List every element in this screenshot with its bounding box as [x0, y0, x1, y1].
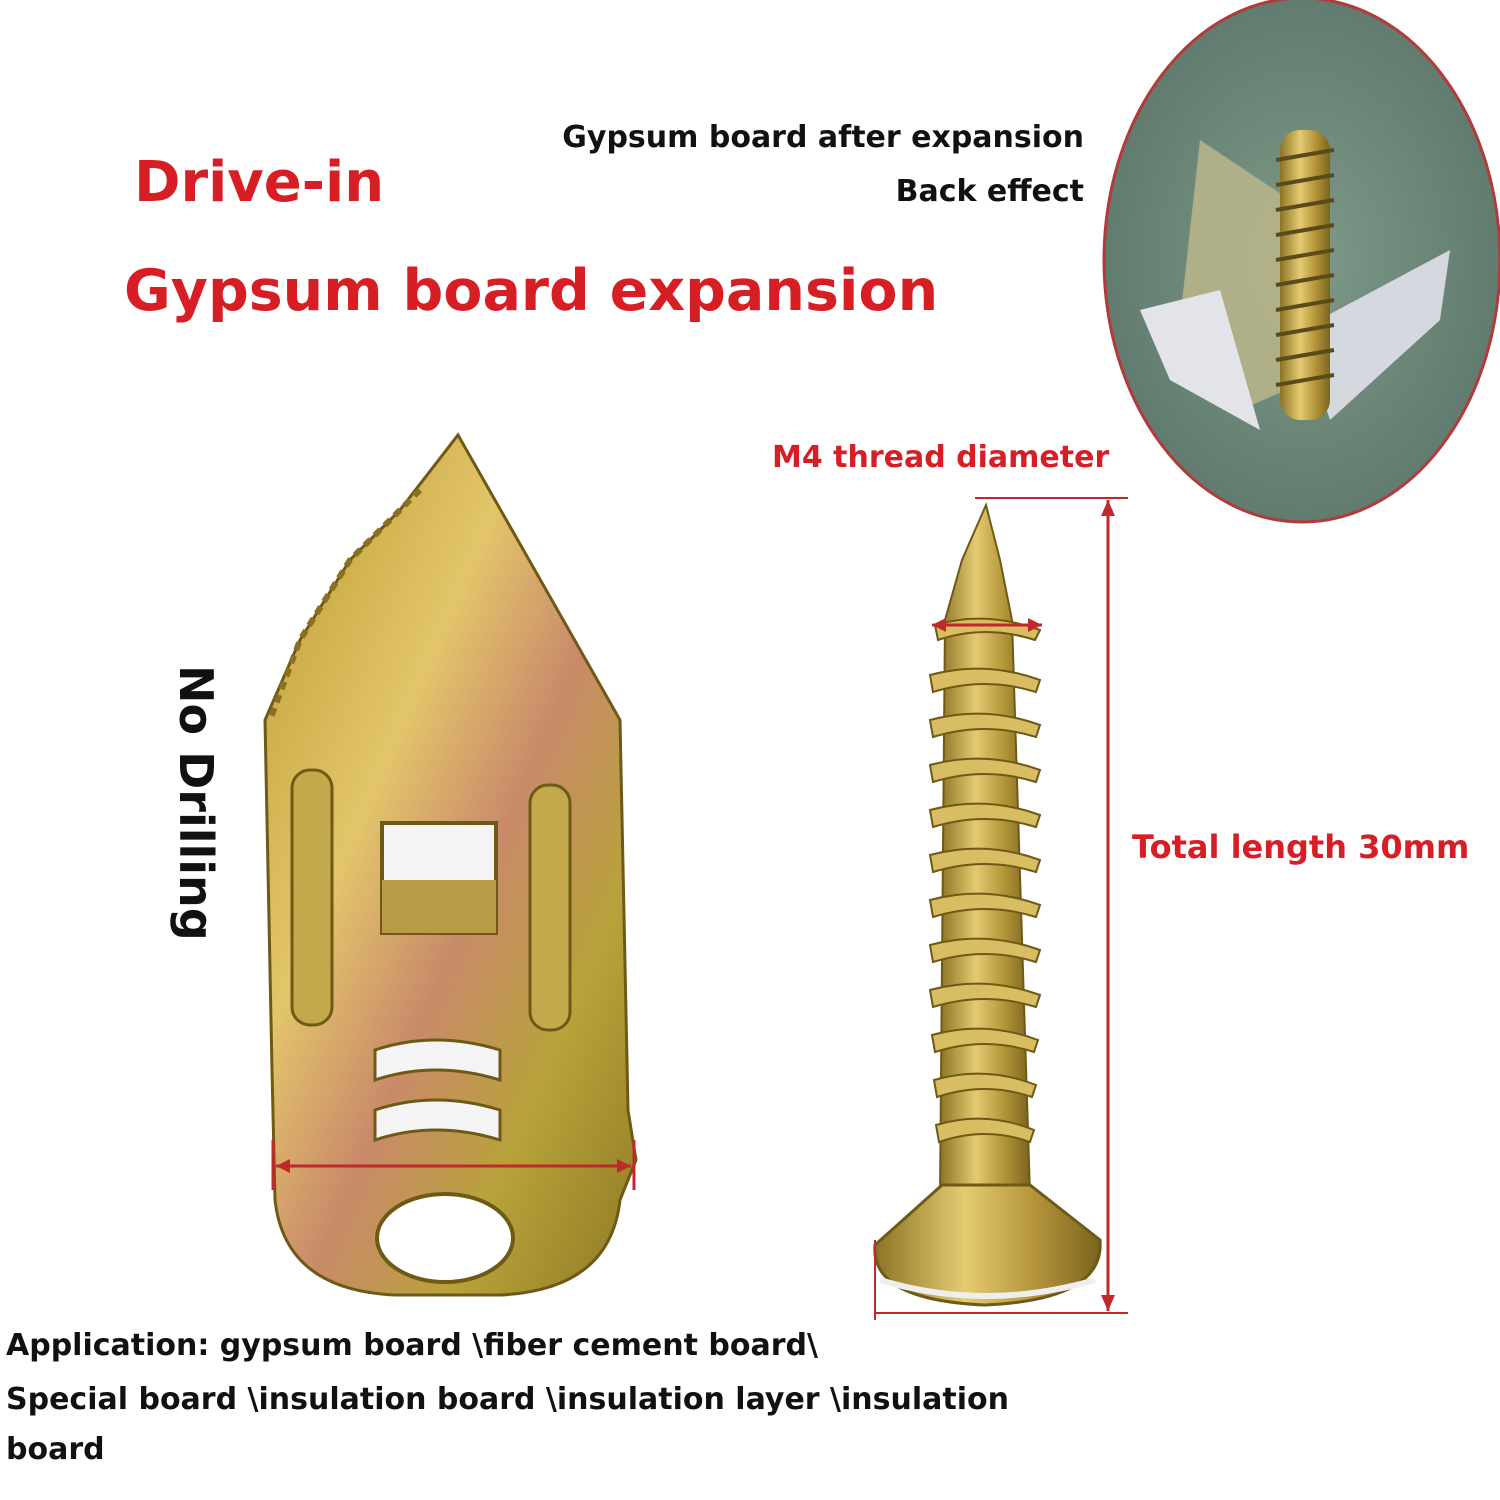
headline-line-2: Gypsum board expansion — [124, 258, 939, 324]
application-line-1: Application: gypsum board \fiber cement … — [6, 1328, 818, 1363]
drive-in-anchor-image — [263, 432, 638, 1297]
back-effect-caption-1: Gypsum board after expansion — [562, 120, 1084, 155]
application-line-2: Special board \insulation board \insulat… — [6, 1382, 1009, 1417]
no-drilling-label: No Drilling — [169, 665, 223, 941]
thread-diameter-label: M4 thread diameter — [772, 440, 1110, 475]
back-effect-photo — [1102, 0, 1500, 524]
application-line-3: board — [6, 1432, 105, 1467]
total-length-label: Total length 30mm — [1132, 828, 1470, 866]
screw-image — [873, 497, 1128, 1320]
back-effect-caption-2: Back effect — [895, 174, 1084, 209]
headline-line-1: Drive-in — [134, 150, 385, 215]
